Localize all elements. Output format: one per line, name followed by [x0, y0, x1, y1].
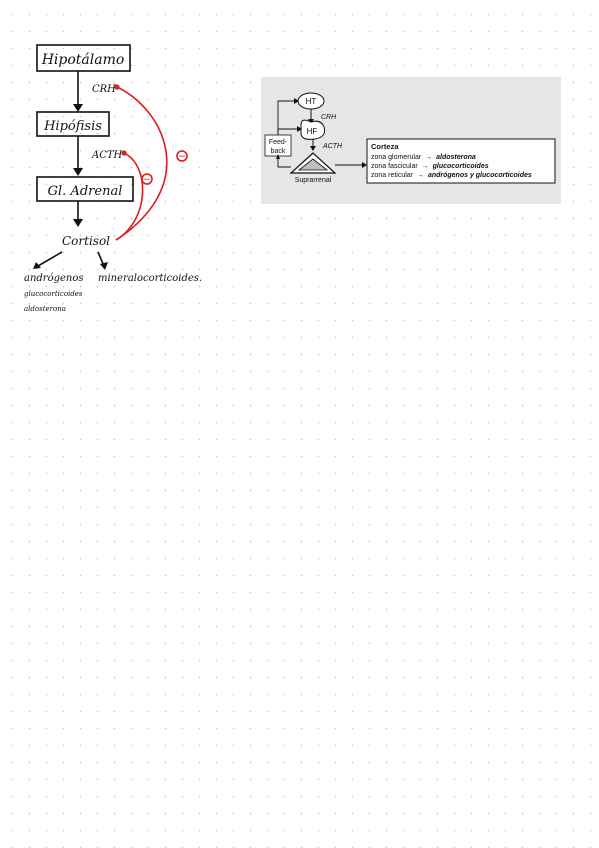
ht-label: HT — [306, 97, 317, 106]
branch-right-arrowhead — [100, 262, 108, 270]
feedback-line2: back — [271, 148, 286, 155]
adrenal-box — [36, 176, 134, 202]
feedback-dot-acth — [121, 150, 127, 156]
feedback-loop-crh — [115, 86, 168, 241]
feedback-loop-acth — [115, 152, 144, 241]
inhibit-sign-1-text: − — [178, 152, 186, 162]
hpa-scheme-svg: HT CRH HF ACTH Suprarrenal Feed- back C — [264, 92, 556, 184]
hpa-scheme-figure: HT CRH HF ACTH Suprarrenal Feed- back C — [261, 77, 561, 204]
feedback-to-ht-arrowhead — [294, 98, 299, 104]
fascicular-arrow: → — [422, 163, 429, 170]
corteza-row-reticular: zona reticular → andrógenos y glucocorti… — [371, 172, 532, 179]
corteza-row-glomerular: zona glomerular → aldosterona — [371, 154, 476, 161]
branch-left-line — [37, 251, 63, 267]
cortisol-label: Cortisol — [62, 234, 110, 248]
glomerular-arrow: → — [425, 154, 432, 161]
inhibit-sign-2 — [141, 173, 153, 185]
glomerular-zone: zona glomerular — [371, 154, 422, 161]
feedback-line1: Feed- — [269, 139, 288, 146]
corteza-title: Corteza — [371, 142, 399, 151]
suprarrenal-inner — [297, 158, 329, 171]
feedback-dot-crh — [114, 84, 120, 90]
hf-label: HF — [307, 127, 318, 136]
reticular-zone: zona reticular — [371, 172, 414, 179]
feedback-to-hf — [277, 128, 299, 135]
scheme-acth-label: ACTH — [322, 143, 343, 150]
corteza-box — [366, 138, 556, 184]
hf-node — [300, 119, 326, 140]
feedback-to-hf-arrowhead — [297, 126, 302, 132]
corteza-row-fascicular: zona fascicular → glucocorticoides — [371, 163, 489, 170]
gland-corteza-arrowhead — [362, 162, 367, 168]
mineralocorticoides-label: mineralocorticoides. — [98, 273, 202, 284]
suprarrenal-label: Suprarrenal — [295, 177, 332, 184]
adrenal-label: Gl. Adrenal — [48, 184, 123, 199]
reticular-product: andrógenos y glucocorticoides — [428, 172, 532, 179]
inhibit-sign-1 — [176, 150, 188, 162]
feedback-to-ht — [277, 100, 296, 135]
hipotalamo-label: Hipotálamo — [41, 52, 125, 68]
glucocorticoides-label: glucocorticoides — [24, 290, 83, 298]
fascicular-product: glucocorticoides — [432, 163, 489, 170]
gland-to-feedback — [277, 156, 291, 168]
hipofisis-label: Hipófisis — [43, 119, 102, 134]
gland-to-feedback-arrowhead — [276, 154, 280, 159]
scheme-crh-label: CRH — [321, 114, 337, 121]
arrowhead-1 — [73, 104, 83, 112]
glomerular-product: aldosterona — [436, 154, 476, 161]
branch-left-arrowhead — [33, 262, 41, 269]
reticular-arrow: → — [417, 172, 424, 179]
hipofisis-box — [36, 111, 110, 137]
aldosterona-label: aldosterona — [24, 305, 66, 313]
hipotalamo-box — [36, 44, 131, 72]
hf-gland-arrowhead — [310, 146, 316, 151]
arrowhead-2 — [73, 168, 83, 176]
acth-label: ACTH — [91, 150, 123, 161]
crh-label: CRH — [92, 84, 116, 95]
inhibit-sign-2-text: − — [143, 175, 151, 185]
fascicular-zone: zona fascicular — [371, 163, 418, 170]
androgenos-label: andrógenos — [24, 273, 84, 284]
arrowhead-3 — [73, 219, 83, 227]
